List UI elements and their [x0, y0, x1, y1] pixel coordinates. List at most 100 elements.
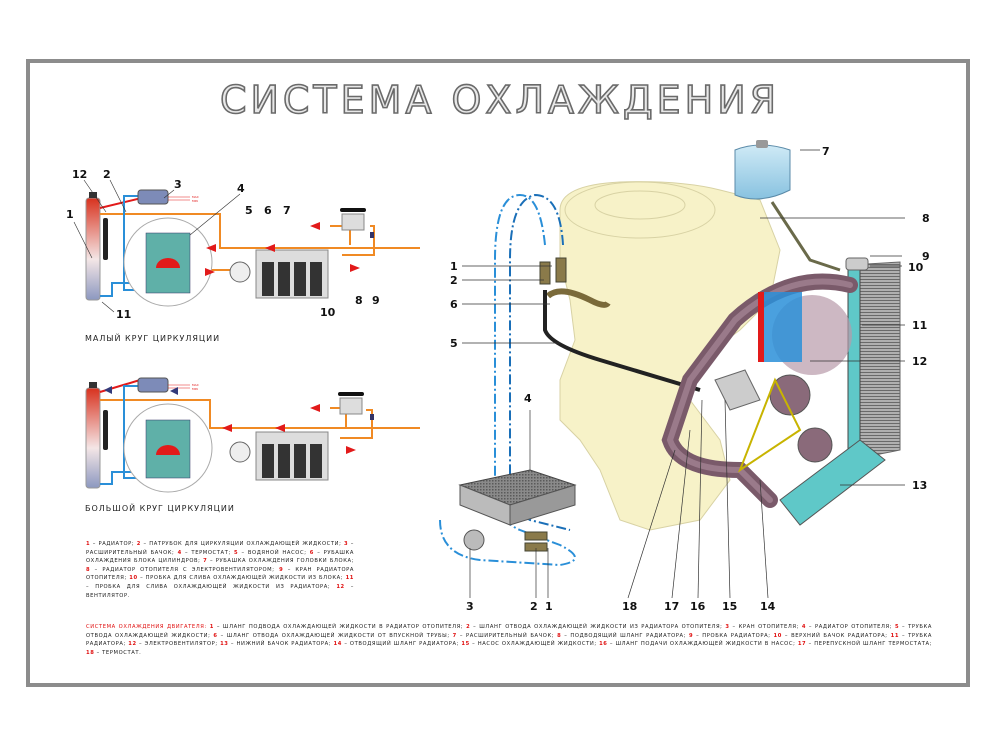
legend-item-text: – ПРОБКА ДЛЯ СЛИВА ОХЛАЖДАЮЩЕЙ ЖИДКОСТИ … [86, 583, 337, 590]
legend-item-text: – ПОДВОДЯЩИЙ ШЛАНГ РАДИАТОРА; [561, 632, 689, 639]
legend-item-text: – ВЕРХНИЙ БАЧОК РАДИАТОРА; [781, 632, 891, 639]
legend-item-number: 5 [234, 549, 239, 556]
legend-item-number: 17 [797, 641, 807, 648]
legend-item: 10 – ПРОБКА ДЛЯ СЛИВА ОХЛАЖДАЮЩЕЙ ЖИДКОС… [129, 575, 345, 581]
legend-item-text: – ВОДЯНОЙ НАСОС; [238, 549, 310, 556]
main-label-1: 1 [450, 260, 458, 273]
main-label-17: 17 [664, 600, 679, 613]
label-1: 1 [66, 208, 74, 221]
main-label-4: 4 [524, 392, 532, 405]
legend-item-number: 8 [86, 566, 91, 573]
legend-item: 6 – РУБАШКА ОХЛАЖДЕНИЯ БЛОКА ЦИЛИНДРОВ; [86, 550, 354, 565]
label-8: 8 [355, 294, 363, 307]
label-10: 10 [320, 306, 336, 319]
main-label-11: 11 [912, 319, 927, 332]
main-label-6: 6 [450, 298, 458, 311]
legend-item: 3 – РАСШИРИТЕЛЬНЫЙ БАЧОК; [86, 541, 354, 556]
drive-belt [737, 377, 802, 473]
heater-valve-3 [463, 529, 485, 551]
legend-item: 12 – ВЕНТИЛЯТОР. [86, 584, 354, 599]
legend-item: 5 – ВОДЯНОЙ НАСОС; [234, 550, 310, 556]
legend-item: 9 – ПРОБКА РАДИАТОРА; [689, 633, 774, 639]
legend-item-number: 7 [452, 632, 457, 639]
expansion-tank-shape [137, 189, 169, 205]
legend-item-number: 6 [309, 549, 314, 556]
label-3: 3 [174, 178, 182, 191]
tank-min-mark: MIN [192, 199, 198, 203]
main-label-18: 18 [622, 600, 637, 613]
legend-item-number: 1 [209, 624, 214, 630]
legend-item-number: 13 [220, 641, 229, 648]
legend-item: 9 – КРАН РАДИАТОРА ОТОПИТЕЛЯ; [86, 567, 354, 582]
legend-item-text: – ВЕНТИЛЯТОР. [86, 583, 354, 599]
radiator-cap-9 [845, 257, 869, 271]
legend-item: 16 – ШЛАНГ ПОДАЧИ ОХЛАЖДАЮЩЕЙ ЖИДКОСТИ В… [599, 641, 798, 647]
label-2: 2 [103, 168, 111, 181]
legend-item-number: 7 [203, 558, 208, 565]
main-label-15: 15 [722, 600, 737, 613]
hose-inlet-1 [539, 261, 551, 285]
legend-item-text: – РАСШИРИТЕЛЬНЫЙ БАЧОК; [456, 632, 558, 639]
label-11: 11 [116, 308, 131, 321]
legend-item-number: 2 [466, 624, 471, 630]
main-label-7: 7 [822, 145, 830, 158]
legend-item-number: 4 [177, 549, 182, 556]
legend-item-number: 18 [86, 649, 95, 656]
legend-item-text: – ЭЛЕКТРОВЕНТИЛЯТОР; [136, 641, 221, 648]
circuit-legend: 1 – РАДИАТОР; 2 – ПАТРУБОК ДЛЯ ЦИРКУЛЯЦИ… [86, 540, 354, 600]
legend-item-number: 2 [136, 541, 141, 547]
legend-item-number: 9 [688, 632, 694, 639]
legend-item: 12 – ЭЛЕКТРОВЕНТИЛЯТОР; [128, 641, 220, 647]
heater-valve-icon [370, 232, 374, 238]
main-label-2: 2 [450, 274, 458, 287]
legend-item-text: – ТЕРМОСТАТ; [181, 549, 235, 556]
engine-cooling-illustration: 1 2 6 5 4 7 8 9 10 11 12 13 3 2 1 18 17 … [439, 140, 930, 613]
legend-item: 10 – ВЕРХНИЙ БАЧОК РАДИАТОРА; [774, 633, 891, 639]
label-7: 7 [283, 204, 291, 217]
main-label-13: 13 [912, 479, 927, 492]
legend-item: 7 – РУБАШКА ОХЛАЖДЕНИЯ ГОЛОВКИ БЛОКА; [203, 558, 354, 564]
engine-block-illustration [559, 181, 781, 531]
main-label-10: 10 [908, 261, 924, 274]
label-6: 6 [264, 204, 272, 217]
legend-item: 4 – ТЕРМОСТАТ; [178, 550, 234, 556]
legend-item-text: – ТРУБКА ОТВОДА ОХЛАЖДАЮЩЕЙ ЖИДКОСТИ; [86, 624, 932, 639]
legend-item-number: 9 [279, 566, 284, 573]
legend-item-text: – НИЖНИЙ БАЧОК РАДИАТОРА; [228, 641, 334, 648]
legend-item: 3 – КРАН ОТОПИТЕЛЯ; [725, 624, 801, 630]
large-circulation-diagram: MAX MIN [85, 377, 420, 493]
legend-item-number: 16 [599, 641, 608, 648]
legend-item-text: – ТРУБКА РАДИАТОРА; [86, 632, 932, 648]
legend-item: 1 – ШЛАНГ ПОДВОДА ОХЛАЖДАЮЩЕЙ ЖИДКОСТИ В… [210, 624, 466, 630]
label-5: 5 [245, 204, 253, 217]
legend-item: 11 – ТРУБКА РАДИАТОРА; [86, 633, 932, 648]
label-4: 4 [237, 182, 245, 195]
radiator-shape [85, 197, 101, 301]
small-circuit-caption: МАЛЫЙ КРУГ ЦИРКУЛЯЦИИ [85, 334, 221, 343]
legend-item-text: – ПАТРУБОК ДЛЯ ЦИРКУЛЯЦИИ ОХЛАЖДАЮЩЕЙ ЖИ… [140, 541, 345, 547]
legend-item: 1 – РАДИАТОР; [86, 541, 137, 547]
legend-item-text: – РАДИАТОР; [90, 541, 137, 547]
legend-item: 7 – РАСШИРИТЕЛЬНЫЙ БАЧОК; [453, 633, 557, 639]
thermostat-valve [156, 258, 180, 268]
legend-item-text: – ПРОБКА ДЛЯ СЛИВА ОХЛАЖДАЮЩЕЙ ЖИДКОСТИ … [137, 575, 346, 582]
main-label-8: 8 [922, 212, 930, 225]
tank-min-mark: MIN [192, 387, 198, 391]
legend-item-text: – ШЛАНГ ОТВОДА ОХЛАЖДАЮЩЕЙ ЖИДКОСТИ ИЗ Р… [470, 624, 726, 630]
legend-item-text: – КРАН РАДИАТОРА ОТОПИТЕЛЯ; [86, 566, 355, 582]
main-label-9: 9 [922, 250, 930, 263]
legend-item-text: – РАДИАТОР ОТОПИТЕЛЯ; [806, 624, 895, 630]
legend-item: 4 – РАДИАТОР ОТОПИТЕЛЯ; [802, 624, 895, 630]
legend-item-text: – ОТВОДЯЩИЙ ШЛАНГ РАДИАТОРА; [341, 641, 462, 648]
legend-item-text: – НАСОС ОХЛАЖДАЮЩЕЙ ЖИДКОСТИ; [469, 641, 600, 648]
engine-legend: СИСТЕМА ОХЛАЖДЕНИЯ ДВИГАТЕЛЯ: 1 – ШЛАНГ … [86, 623, 932, 657]
main-label-14: 14 [760, 600, 776, 613]
pump-15 [714, 369, 761, 411]
legend-item-text: – ШЛАНГ ОТВОДА ОХЛАЖДАЮЩЕЙ ЖИДКОСТИ ОТ В… [217, 632, 453, 639]
fan-icon [103, 218, 108, 260]
hose-6 [545, 288, 611, 308]
legend-item-text: – РУБАШКА ОХЛАЖДЕНИЯ ГОЛОВКИ БЛОКА; [207, 558, 354, 565]
main-label-16: 16 [690, 600, 706, 613]
legend-item-text: – РУБАШКА ОХЛАЖДЕНИЯ БЛОКА ЦИЛИНДРОВ; [86, 549, 354, 565]
